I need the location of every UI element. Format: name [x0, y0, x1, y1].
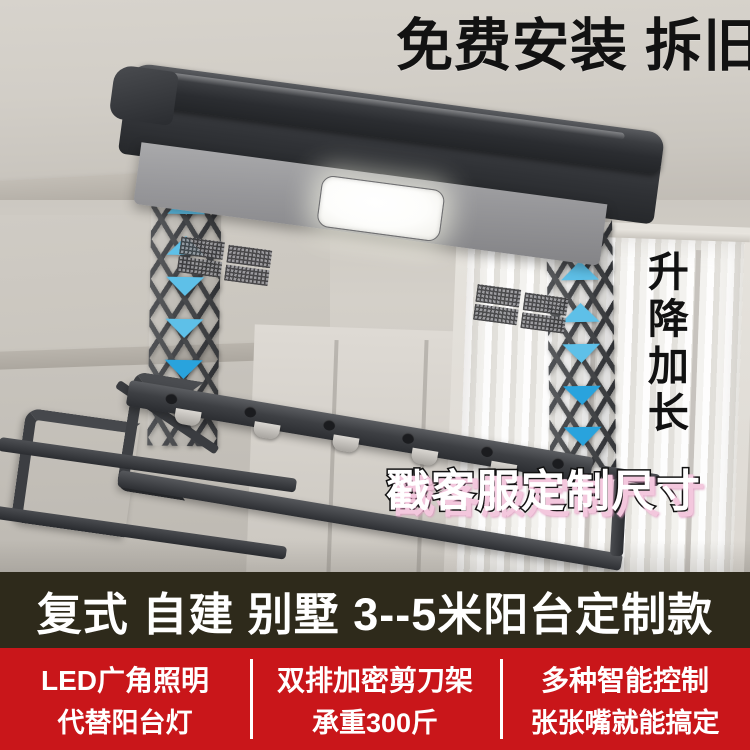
custom-size-callout: 戳客服定制尺寸: [385, 466, 702, 518]
model-banner: 复式 自建 别墅 3--5米阳台定制款: [0, 572, 750, 648]
feature-line-1: 多种智能控制: [540, 664, 709, 696]
hanger-hole: [322, 418, 337, 432]
feature-line-2: 张张嘴就能搞定: [530, 707, 720, 738]
feature-cell-capacity: 双排加密剪刀架 承重300斤: [250, 648, 500, 750]
feature-line-2: 承重300斤: [311, 707, 439, 738]
hanger-hole: [164, 392, 179, 406]
vertical-feature-label: 升降加长: [641, 250, 688, 438]
hanger-hole: [243, 405, 258, 419]
feature-line-1: LED广角照明: [40, 664, 209, 696]
feature-cell-control: 多种智能控制 张张嘴就能搞定: [500, 648, 750, 750]
unit-end-cap: [108, 64, 180, 127]
feature-line-1: 双排加密剪刀架: [276, 664, 473, 696]
feature-strip: LED广角照明 代替阳台灯 双排加密剪刀架 承重300斤 多种智能控制 张张嘴就…: [0, 648, 750, 750]
feature-cell-lighting: LED广角照明 代替阳台灯: [0, 648, 250, 750]
model-banner-text: 复式 自建 别墅 3--5米阳台定制款: [36, 588, 714, 640]
feature-line-2: 代替阳台灯: [57, 707, 193, 738]
room-scene: [0, 0, 750, 600]
hanger-hole: [401, 431, 416, 445]
headline-text: 免费安装 拆旧: [396, 14, 750, 78]
